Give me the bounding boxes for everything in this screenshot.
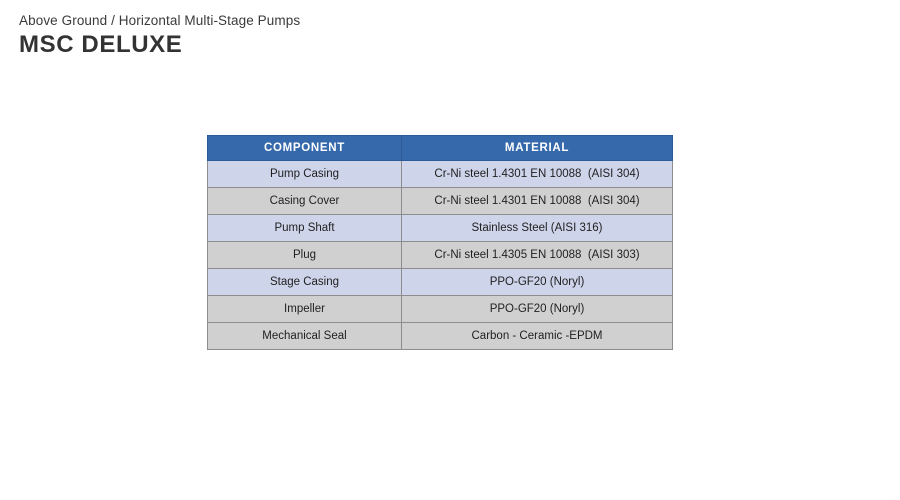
page-header: Above Ground / Horizontal Multi-Stage Pu… — [19, 12, 300, 59]
table-row: Stage Casing PPO-GF20 (Noryl) — [207, 268, 673, 296]
column-header-component: COMPONENT — [207, 135, 402, 161]
cell-material: Cr-Ni steel 1.4301 EN 10088 (AISI 304) — [401, 160, 673, 188]
table-row: Pump Casing Cr-Ni steel 1.4301 EN 10088 … — [207, 160, 673, 188]
cell-component: Casing Cover — [207, 187, 402, 215]
table-row: Casing Cover Cr-Ni steel 1.4301 EN 10088… — [207, 187, 673, 215]
cell-material: Cr-Ni steel 1.4301 EN 10088 (AISI 304) — [401, 187, 673, 215]
cell-component: Pump Shaft — [207, 214, 402, 242]
cell-component: Stage Casing — [207, 268, 402, 296]
page-title: MSC DELUXE — [19, 31, 183, 58]
cell-component: Plug — [207, 241, 402, 269]
table-row: Impeller PPO-GF20 (Noryl) — [207, 295, 673, 323]
table-row: Plug Cr-Ni steel 1.4305 EN 10088 (AISI 3… — [207, 241, 673, 269]
cell-component: Pump Casing — [207, 160, 402, 188]
page-subtitle: Above Ground / Horizontal Multi-Stage Pu… — [19, 13, 301, 28]
specification-table: COMPONENT MATERIAL Pump Casing Cr-Ni ste… — [207, 135, 673, 350]
cell-material: Stainless Steel (AISI 316) — [401, 214, 673, 242]
page-edge-rule — [890, 0, 891, 500]
cell-material: PPO-GF20 (Noryl) — [401, 295, 673, 323]
column-header-material: MATERIAL — [401, 135, 673, 161]
table-row: Mechanical Seal Carbon - Ceramic -EPDM — [207, 322, 673, 350]
cell-material: PPO-GF20 (Noryl) — [401, 268, 673, 296]
cell-material: Carbon - Ceramic -EPDM — [401, 322, 673, 350]
table-header-row: COMPONENT MATERIAL — [207, 135, 673, 161]
table-body: Pump Casing Cr-Ni steel 1.4301 EN 10088 … — [207, 160, 673, 350]
table-header: COMPONENT MATERIAL — [207, 135, 673, 161]
cell-component: Impeller — [207, 295, 402, 323]
specification-table-container: COMPONENT MATERIAL Pump Casing Cr-Ni ste… — [207, 135, 673, 350]
cell-component: Mechanical Seal — [207, 322, 402, 350]
cell-material: Cr-Ni steel 1.4305 EN 10088 (AISI 303) — [401, 241, 673, 269]
table-row: Pump Shaft Stainless Steel (AISI 316) — [207, 214, 673, 242]
